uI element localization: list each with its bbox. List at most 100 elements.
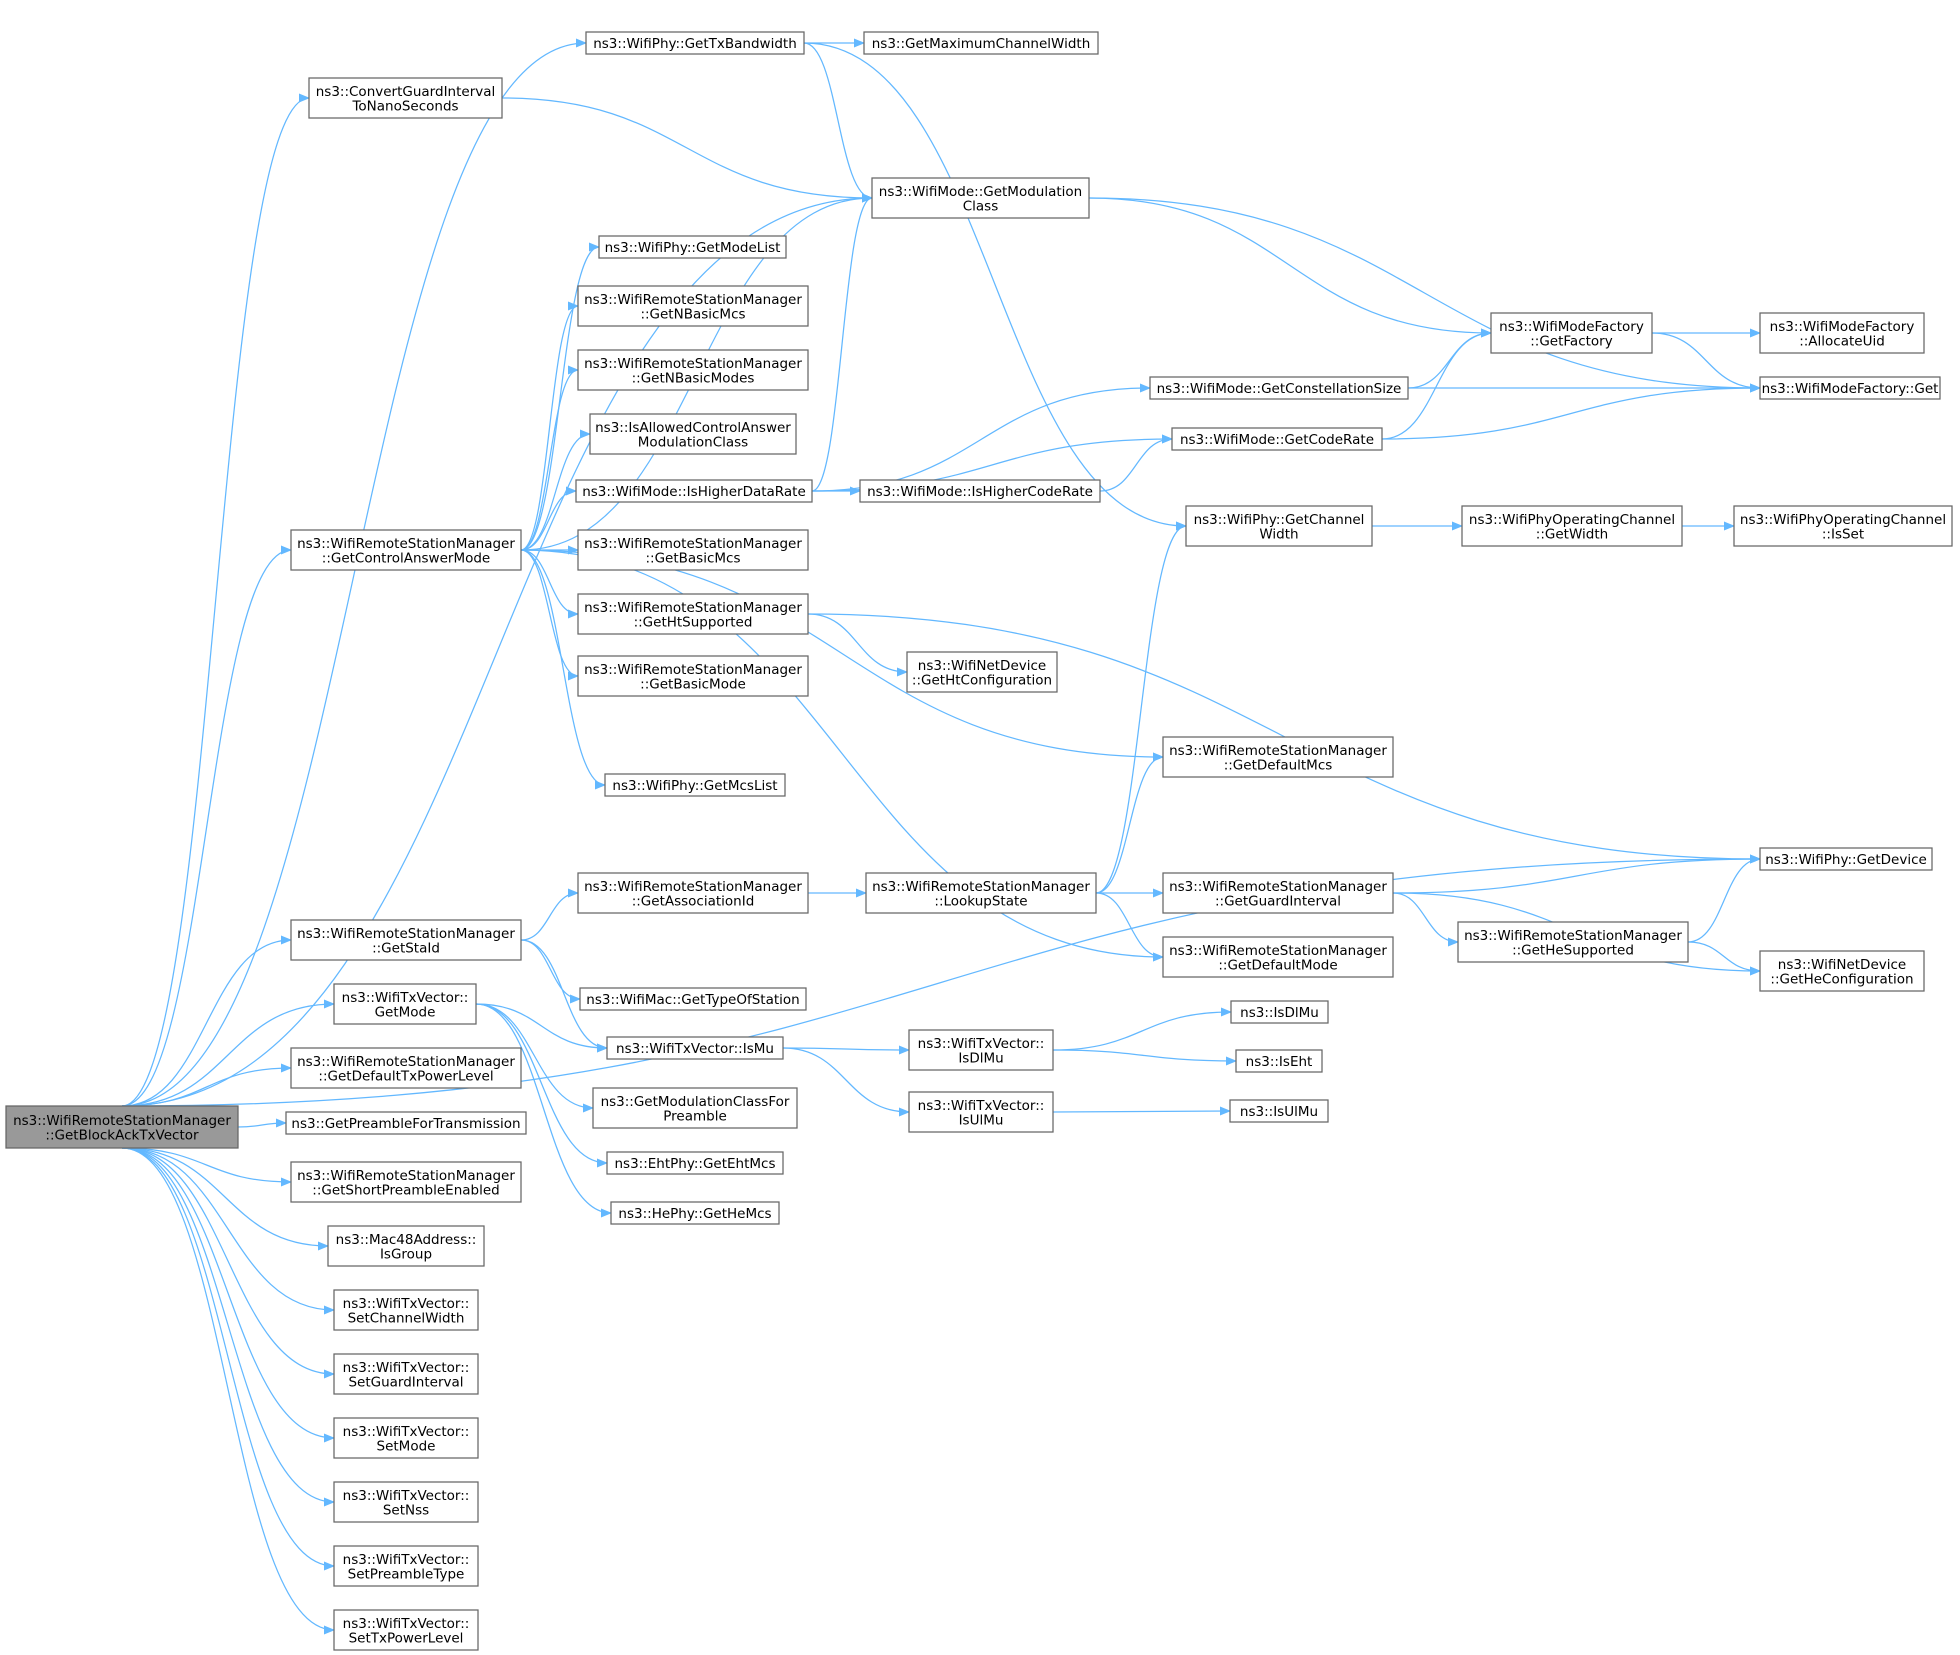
node-gettypeofsta[interactable]: ns3::WifiMac::GetTypeOfStation bbox=[579, 987, 807, 1011]
edge-isdlmu-to-nsisdlmu bbox=[1052, 1007, 1233, 1051]
node-getcam[interactable]: ns3::WifiRemoteStationManager::GetContro… bbox=[290, 529, 522, 571]
node-label-line: ns3::GetModulationClassFor bbox=[601, 1094, 790, 1110]
node-label-line: SetChannelWidth bbox=[348, 1310, 465, 1326]
node-getdevice[interactable]: ns3::WifiPhy::GetDevice bbox=[1759, 847, 1933, 871]
node-setnss[interactable]: ns3::WifiTxVector::SetNss bbox=[333, 1481, 479, 1523]
edge-arrow bbox=[1687, 854, 1762, 943]
node-opgetwidth[interactable]: ns3::WifiPhyOperatingChannel::GetWidth bbox=[1461, 505, 1683, 547]
node-getmodelist[interactable]: ns3::WifiPhy::GetModeList bbox=[598, 235, 787, 259]
edge-arrow bbox=[237, 1118, 288, 1128]
node-label-line: ::IsSet bbox=[1822, 526, 1864, 542]
node-allocuid[interactable]: ns3::WifiModeFactory::AllocateUid bbox=[1759, 312, 1925, 354]
node-htconfig[interactable]: ns3::WifiNetDevice::GetHtConfiguration bbox=[906, 651, 1058, 693]
node-label-line: ns3::WifiPhy::GetModeList bbox=[605, 240, 781, 256]
node-box bbox=[1162, 872, 1394, 914]
node-box bbox=[871, 177, 1090, 219]
node-label-line: ::GetAssociationId bbox=[632, 893, 755, 909]
edge-arrow bbox=[1407, 328, 1493, 389]
node-getmodclass[interactable]: ns3::WifiMode::GetModulationClass bbox=[871, 177, 1090, 219]
edge-getcam-to-getmcslist bbox=[520, 549, 607, 790]
node-getehtmcs[interactable]: ns3::EhtPhy::GetEhtMcs bbox=[606, 1151, 784, 1175]
node-label-line: ns3::WifiNetDevice bbox=[918, 658, 1046, 674]
node-getdeftxpow[interactable]: ns3::WifiRemoteStationManager::GetDefaul… bbox=[290, 1047, 522, 1089]
node-isgroup[interactable]: ns3::Mac48Address::IsGroup bbox=[327, 1225, 485, 1267]
edge-arrow bbox=[121, 1147, 336, 1507]
node-txvgetmode[interactable]: ns3::WifiTxVector::GetMode bbox=[333, 983, 477, 1025]
node-getdefmcs[interactable]: ns3::WifiRemoteStationManager::GetDefaul… bbox=[1162, 736, 1394, 778]
edge-arrow bbox=[1392, 854, 1762, 894]
node-isallowed[interactable]: ns3::IsAllowedControlAnswerModulationCla… bbox=[589, 413, 797, 455]
edge-arrow bbox=[1052, 1106, 1232, 1116]
edge-ishighercr-to-getcoderate bbox=[1099, 434, 1174, 492]
node-label-line: ns3::WifiRemoteStationManager bbox=[1464, 928, 1682, 944]
node-box bbox=[859, 479, 1101, 503]
node-getstaid[interactable]: ns3::WifiRemoteStationManager::GetStaId bbox=[290, 919, 522, 961]
node-getshortpre[interactable]: ns3::WifiRemoteStationManager::GetShortP… bbox=[290, 1161, 522, 1203]
node-label-line: ns3::WifiMode::GetModulation bbox=[879, 184, 1082, 200]
node-opisset[interactable]: ns3::WifiPhyOperatingChannel::IsSet bbox=[1733, 505, 1953, 547]
node-setpreamble[interactable]: ns3::WifiTxVector::SetPreambleType bbox=[333, 1545, 479, 1587]
node-label-line: ::GetBasicMcs bbox=[645, 550, 740, 566]
node-label-line: ns3::WifiRemoteStationManager bbox=[297, 1054, 515, 1070]
edge-arrow bbox=[803, 42, 874, 203]
node-getgi[interactable]: ns3::WifiRemoteStationManager::GetGuardI… bbox=[1162, 872, 1394, 914]
node-getbasicmcs[interactable]: ns3::WifiRemoteStationManager::GetBasicM… bbox=[577, 529, 809, 571]
node-gethtsupp[interactable]: ns3::WifiRemoteStationManager::GetHtSupp… bbox=[577, 593, 809, 635]
node-box bbox=[1733, 505, 1953, 547]
edge-root-to-setmode bbox=[121, 1147, 336, 1443]
edge-getcam-to-getnbasicmodes bbox=[520, 365, 580, 551]
edge-getstaid-to-ismu bbox=[520, 939, 609, 1053]
node-box bbox=[333, 983, 477, 1025]
node-label-line: ns3::WifiRemoteStationManager bbox=[584, 536, 802, 552]
node-getbasicmode[interactable]: ns3::WifiRemoteStationManager::GetBasicM… bbox=[577, 655, 809, 697]
node-gethemcs[interactable]: ns3::HePhy::GetHeMcs bbox=[610, 1201, 780, 1225]
node-isdlmu[interactable]: ns3::WifiTxVector::IsDlMu bbox=[908, 1029, 1054, 1071]
node-label-line: ns3::WifiRemoteStationManager bbox=[584, 356, 802, 372]
node-label-line: ns3::IsAllowedControlAnswer bbox=[595, 420, 791, 436]
node-getmcslist[interactable]: ns3::WifiPhy::GetMcsList bbox=[604, 773, 786, 797]
node-getmaxcw[interactable]: ns3::GetMaximumChannelWidth bbox=[863, 31, 1099, 55]
node-label-line: ns3::WifiTxVector:: bbox=[343, 1360, 470, 1376]
node-nsiseht[interactable]: ns3::IsEht bbox=[1235, 1049, 1323, 1073]
node-box bbox=[290, 529, 522, 571]
node-ishighercr[interactable]: ns3::WifiMode::IsHigherCodeRate bbox=[859, 479, 1101, 503]
node-setchw[interactable]: ns3::WifiTxVector::SetChannelWidth bbox=[333, 1289, 479, 1331]
node-label-line: ns3::WifiTxVector:: bbox=[342, 990, 469, 1006]
node-root[interactable]: ns3::WifiRemoteStationManager::GetBlockA… bbox=[5, 1105, 239, 1149]
edge-arrow bbox=[475, 1003, 609, 1053]
node-gettxbw[interactable]: ns3::WifiPhy::GetTxBandwidth bbox=[585, 31, 805, 55]
node-nsisulmu[interactable]: ns3::IsUlMu bbox=[1229, 1099, 1329, 1123]
node-setmode[interactable]: ns3::WifiTxVector::SetMode bbox=[333, 1417, 479, 1459]
node-getdefmode[interactable]: ns3::WifiRemoteStationManager::GetDefaul… bbox=[1162, 936, 1394, 978]
edge-getcoderate-to-mfget bbox=[1381, 383, 1762, 440]
node-settxpow[interactable]: ns3::WifiTxVector::SetTxPowerLevel bbox=[333, 1609, 479, 1651]
node-getassocid[interactable]: ns3::WifiRemoteStationManager::GetAssoci… bbox=[577, 872, 809, 914]
node-label-line: ::GetHtSupported bbox=[634, 614, 753, 630]
edge-convgi-to-getmodclass bbox=[501, 97, 874, 203]
node-isulmu[interactable]: ns3::WifiTxVector::IsUlMu bbox=[908, 1091, 1054, 1133]
node-mfget[interactable]: ns3::WifiModeFactory::Get bbox=[1759, 376, 1941, 400]
node-setgi[interactable]: ns3::WifiTxVector::SetGuardInterval bbox=[333, 1353, 479, 1395]
node-label-line: ns3::WifiPhy::GetChannel bbox=[1194, 512, 1365, 528]
edge-getcam-to-isallowed bbox=[520, 429, 592, 551]
node-getfactory[interactable]: ns3::WifiModeFactory::GetFactory bbox=[1490, 312, 1653, 354]
node-gethesupp[interactable]: ns3::WifiRemoteStationManager::GetHeSupp… bbox=[1457, 921, 1689, 963]
node-getcoderate[interactable]: ns3::WifiMode::GetCodeRate bbox=[1171, 427, 1383, 451]
edge-root-to-getstaid bbox=[121, 935, 293, 1107]
node-heconfig[interactable]: ns3::WifiNetDevice::GetHeConfiguration bbox=[1759, 950, 1925, 992]
node-ismu[interactable]: ns3::WifiTxVector::IsMu bbox=[606, 1036, 784, 1060]
node-lookupstate[interactable]: ns3::WifiRemoteStationManager::LookupSta… bbox=[865, 872, 1097, 914]
node-label-line: ns3::WifiRemoteStationManager bbox=[297, 536, 515, 552]
node-getpreamble[interactable]: ns3::GetPreambleForTransmission bbox=[285, 1111, 527, 1135]
node-getnbasicmodes[interactable]: ns3::WifiRemoteStationManager::GetNBasic… bbox=[577, 349, 809, 391]
node-label-line: ns3::WifiTxVector:: bbox=[343, 1424, 470, 1440]
node-getnbasicmcs[interactable]: ns3::WifiRemoteStationManager::GetNBasic… bbox=[577, 285, 809, 327]
node-nsisdlmu[interactable]: ns3::IsDlMu bbox=[1230, 1000, 1329, 1024]
edge-arrow bbox=[501, 97, 874, 203]
node-getconst[interactable]: ns3::WifiMode::GetConstellationSize bbox=[1149, 376, 1409, 400]
node-box bbox=[290, 919, 522, 961]
node-ishigherdr[interactable]: ns3::WifiMode::IsHigherDataRate bbox=[575, 479, 813, 503]
